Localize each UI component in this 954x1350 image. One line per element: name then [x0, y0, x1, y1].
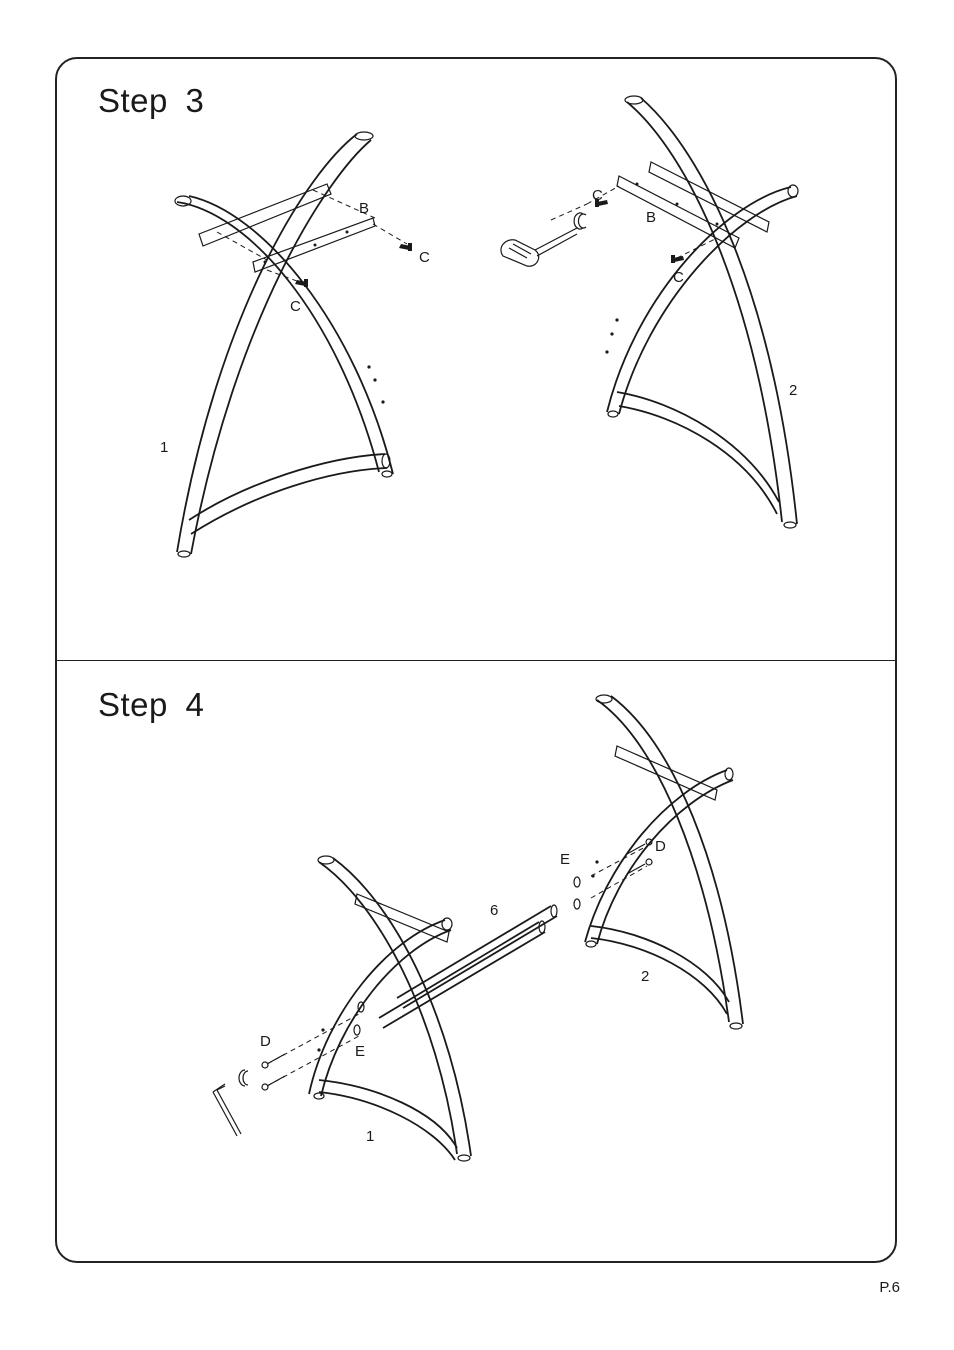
- screw-c-right-2: [671, 255, 684, 263]
- frame-part-1: [175, 132, 393, 557]
- screwdriver-icon: [501, 228, 577, 266]
- label-part-2: 2: [641, 968, 649, 985]
- bracket-b-left: [199, 184, 407, 284]
- label-d-top: D: [655, 838, 666, 855]
- frame-part-2: [585, 695, 743, 1029]
- frame-part-1: [309, 856, 471, 1161]
- step-3-illustration: B C C 1 C B C 2: [57, 62, 895, 658]
- label-c-right-b: C: [673, 269, 684, 286]
- label-part-1: 1: [366, 1128, 374, 1145]
- step-4-illustration: E D 6 2 D E 1: [57, 662, 895, 1260]
- bolt-d-bottom: [262, 1054, 285, 1090]
- washer-e-top: [574, 877, 580, 909]
- label-e-bottom: E: [355, 1043, 365, 1060]
- washer-loose: [239, 1070, 248, 1086]
- screw-c-left-1: [399, 243, 412, 251]
- label-c-right-a: C: [592, 187, 603, 204]
- label-part-6: 6: [490, 902, 498, 919]
- label-c-left-a: C: [419, 249, 430, 266]
- washer-e-bottom: [354, 1002, 364, 1035]
- label-part-2: 2: [789, 382, 797, 399]
- allen-key-icon: [213, 1084, 241, 1136]
- label-e-top: E: [560, 851, 570, 868]
- washer-right: [574, 213, 586, 229]
- crossbar-part-6: [379, 905, 557, 1028]
- label-b-left: B: [359, 200, 369, 217]
- label-b-right: B: [646, 209, 656, 226]
- frame-part-2: [605, 96, 798, 528]
- label-d-bottom: D: [260, 1033, 271, 1050]
- label-c-left-b: C: [290, 298, 301, 315]
- label-part-1: 1: [160, 439, 168, 456]
- step-divider: [55, 660, 897, 661]
- bracket-b-right: [551, 162, 769, 258]
- page-number: P.6: [879, 1279, 900, 1296]
